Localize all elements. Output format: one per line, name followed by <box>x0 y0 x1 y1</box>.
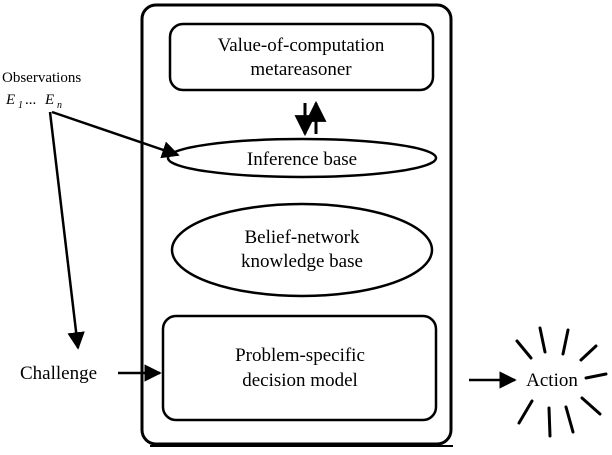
decision-model-box <box>161 314 438 422</box>
evidence-label: E 1 ... E n <box>5 92 62 111</box>
svg-text:E: E <box>44 92 54 108</box>
belief-network-label-line1: Belief-network <box>244 227 360 248</box>
belief-network-label-line2: knowledge base <box>241 251 363 272</box>
challenge-label: Challenge <box>20 363 97 384</box>
decision-model-label-line2: decision model <box>242 370 358 391</box>
svg-text:1: 1 <box>18 100 23 111</box>
observations-label: Observations <box>2 70 81 86</box>
svg-text:E: E <box>5 92 15 108</box>
metareasoner-label-line1: Value-of-computation <box>218 35 385 56</box>
belief-network-ellipse <box>170 202 434 298</box>
metareasoner-label-line2: metareasoner <box>250 59 352 80</box>
action-burst-icon <box>515 326 608 438</box>
action-label: Action <box>526 370 578 391</box>
system-container <box>140 3 453 446</box>
observations-to-challenge-arrow <box>48 111 85 350</box>
metareasoner-box <box>168 22 435 92</box>
decision-model-label-line1: Problem-specific <box>235 345 365 366</box>
observations-to-inference-arrow <box>51 110 180 159</box>
svg-text:n: n <box>57 100 62 111</box>
svg-text:...: ... <box>25 92 36 108</box>
inference-base-label: Inference base <box>247 149 357 170</box>
